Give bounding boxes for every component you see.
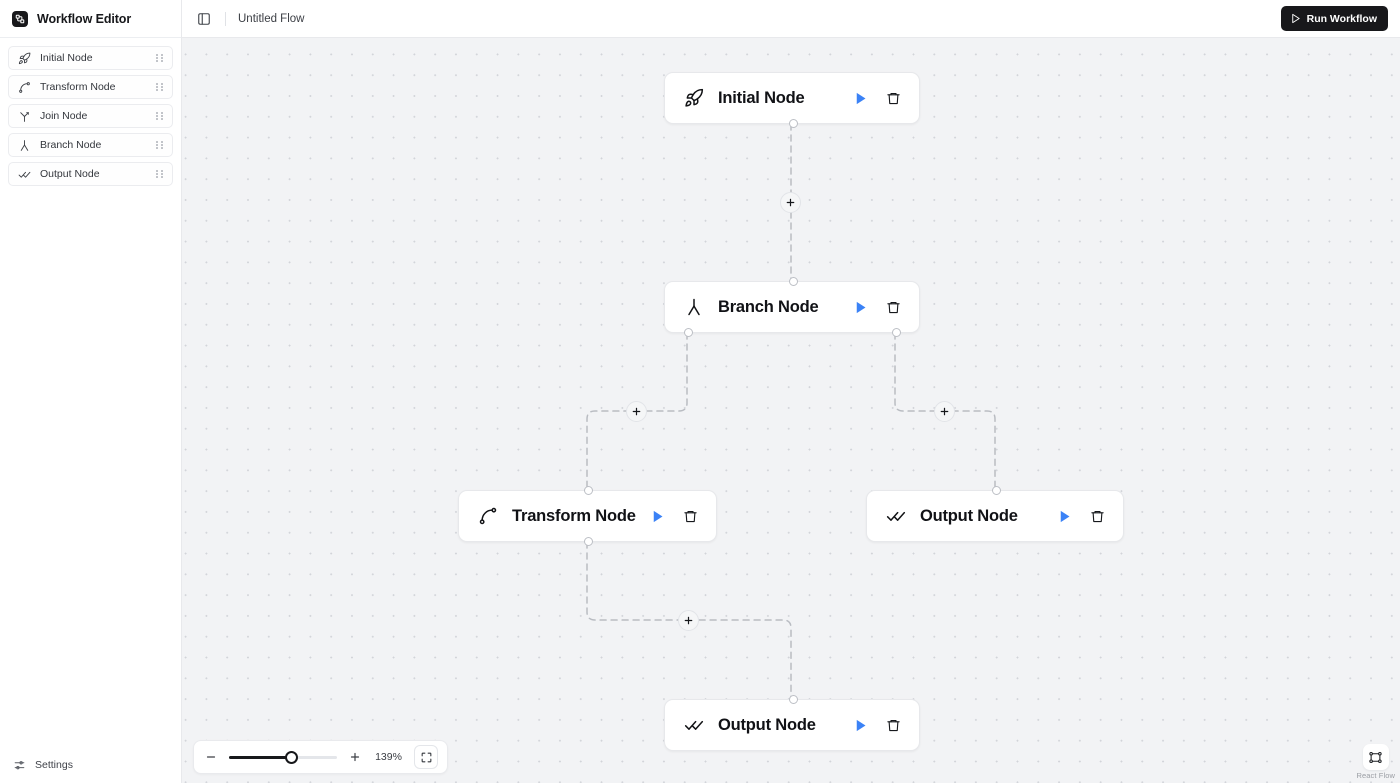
plus-icon: [785, 197, 796, 208]
zoom-controls: 139%: [193, 740, 448, 774]
brand-title: Workflow Editor: [37, 11, 132, 26]
node-run-button[interactable]: [850, 297, 870, 317]
node-actions: [647, 506, 700, 526]
node-output-node-bottom[interactable]: Output Node: [664, 695, 920, 751]
node-handle-top[interactable]: [584, 486, 593, 495]
node-delete-button[interactable]: [883, 297, 903, 317]
fit-view-icon: [420, 751, 433, 764]
attribution[interactable]: React Flow: [1356, 744, 1395, 780]
edge-add-button-branch-left[interactable]: [626, 401, 647, 422]
palette-item-label: Transform Node: [40, 81, 116, 93]
drag-handle-icon[interactable]: [156, 53, 164, 64]
rocket-icon: [683, 87, 705, 109]
palette-item-label: Join Node: [40, 110, 88, 122]
edge-layer: [586, 123, 996, 700]
node-delete-button[interactable]: [680, 506, 700, 526]
flow-canvas[interactable]: Initial Node: [182, 38, 1400, 783]
node-actions: [850, 297, 903, 317]
double-check-icon: [17, 167, 31, 181]
palette-item-label: Output Node: [40, 168, 100, 180]
node-run-button[interactable]: [850, 88, 870, 108]
edge-add-button-initial-branch[interactable]: [780, 192, 801, 213]
split-branch-icon: [17, 138, 31, 152]
drag-handle-icon[interactable]: [156, 111, 164, 122]
panel-left-icon[interactable]: [194, 9, 214, 29]
sliders-icon: [12, 758, 26, 772]
node-output-node-right[interactable]: Output Node: [866, 486, 1124, 542]
zoom-level-value: 139%: [375, 751, 402, 763]
plus-icon: [631, 406, 642, 417]
node-title: Initial Node: [718, 88, 805, 107]
zoom-slider-fill: [229, 755, 292, 759]
topbar: Untitled Flow Run Workflow: [182, 0, 1400, 38]
node-run-button[interactable]: [1054, 506, 1074, 526]
zoom-slider-thumb[interactable]: [285, 750, 298, 764]
zoom-out-button[interactable]: [203, 749, 219, 765]
node-title: Branch Node: [718, 297, 819, 316]
play-outline-icon: [1290, 13, 1301, 24]
drag-handle-icon[interactable]: [156, 140, 164, 151]
node-handle-top[interactable]: [992, 486, 1001, 495]
node-actions: [850, 88, 903, 108]
node-initial-node[interactable]: Initial Node: [664, 72, 920, 128]
run-workflow-button[interactable]: Run Workflow: [1280, 6, 1388, 31]
node-title: Output Node: [718, 715, 816, 734]
zoom-slider[interactable]: [229, 749, 337, 765]
double-check-icon: [683, 714, 705, 736]
palette-item-join-node[interactable]: Join Node: [8, 104, 173, 128]
drag-handle-icon[interactable]: [156, 82, 164, 93]
spline-curve-icon: [477, 505, 499, 527]
attribution-label: React Flow: [1356, 771, 1395, 780]
run-workflow-label: Run Workflow: [1306, 12, 1377, 25]
node-handle-top[interactable]: [789, 695, 798, 704]
node-run-button[interactable]: [647, 506, 667, 526]
node-handle-bottom-left[interactable]: [684, 328, 693, 337]
node-delete-button[interactable]: [1087, 506, 1107, 526]
palette-item-initial-node[interactable]: Initial Node: [8, 46, 173, 70]
topbar-divider: [225, 11, 226, 26]
node-delete-button[interactable]: [883, 88, 903, 108]
settings-label: Settings: [35, 759, 73, 771]
rocket-icon: [17, 51, 31, 65]
node-title: Transform Node: [512, 506, 636, 525]
plus-icon: [939, 406, 950, 417]
sidebar-item-settings[interactable]: Settings: [0, 747, 182, 783]
node-transform-node[interactable]: Transform Node: [458, 486, 717, 546]
sidebar: Workflow Editor Initial Node: [0, 0, 182, 783]
node-handle-top[interactable]: [789, 277, 798, 286]
split-branch-icon: [683, 296, 705, 318]
node-branch-node[interactable]: Branch Node: [664, 277, 920, 337]
node-delete-button[interactable]: [883, 715, 903, 735]
zoom-in-button[interactable]: [347, 749, 363, 765]
palette-item-label: Initial Node: [40, 52, 93, 64]
node-actions: [850, 715, 903, 735]
node-handle-bottom[interactable]: [584, 537, 593, 546]
palette-item-transform-node[interactable]: Transform Node: [8, 75, 173, 99]
main-area: Untitled Flow Run Workflow: [182, 0, 1400, 783]
double-check-icon: [885, 505, 907, 527]
spline-curve-icon: [17, 80, 31, 94]
flow-name[interactable]: Untitled Flow: [238, 12, 305, 25]
node-actions: [1054, 506, 1107, 526]
workflow-logo-icon: [12, 10, 28, 27]
merge-arrow-icon: [17, 109, 31, 123]
node-handle-bottom-right[interactable]: [892, 328, 901, 337]
edge-add-button-transform-output[interactable]: [678, 610, 699, 631]
palette-item-output-node[interactable]: Output Node: [8, 162, 173, 186]
palette-item-branch-node[interactable]: Branch Node: [8, 133, 173, 157]
node-run-button[interactable]: [850, 715, 870, 735]
palette-item-label: Branch Node: [40, 139, 102, 151]
react-flow-logo-icon: [1362, 744, 1389, 770]
edge-add-button-branch-right[interactable]: [934, 401, 955, 422]
node-handle-bottom[interactable]: [789, 119, 798, 128]
brand-header: Workflow Editor: [0, 0, 181, 38]
fit-view-button[interactable]: [414, 745, 438, 769]
plus-icon: [683, 615, 694, 626]
node-title: Output Node: [920, 506, 1018, 525]
node-palette: Initial Node Transform Node: [0, 38, 181, 186]
drag-handle-icon[interactable]: [156, 169, 164, 180]
